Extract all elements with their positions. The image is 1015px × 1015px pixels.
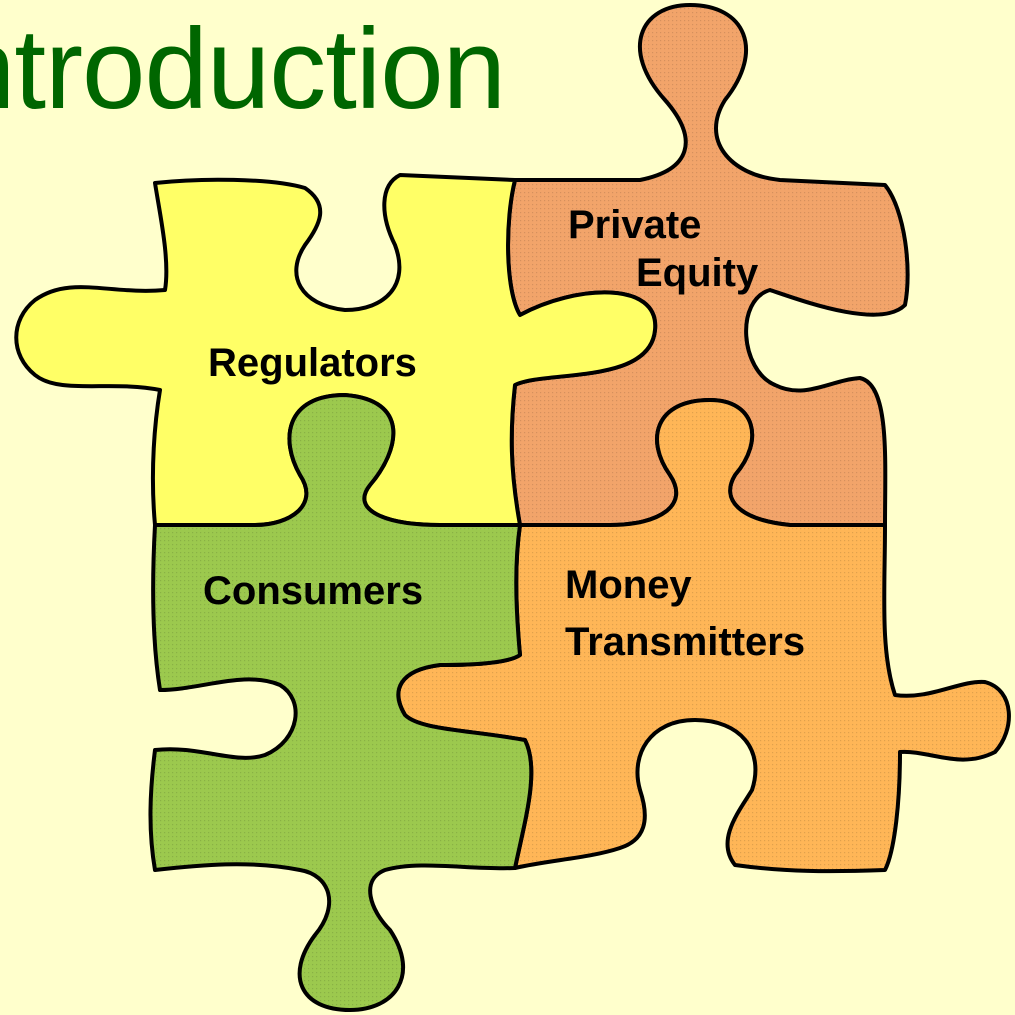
piece-private-equity: Private Equity (506, 3, 910, 527)
slide-title: ntroduction (0, 6, 506, 133)
piece-consumers: Consumers (148, 393, 534, 1012)
private-equity-label-line2: Equity (636, 251, 759, 295)
private-equity-texture (508, 5, 908, 525)
money-transmitters-label-line2: Transmitters (565, 620, 805, 664)
consumers-label: Consumers (203, 569, 423, 613)
consumers-texture (150, 395, 532, 1010)
regulators-label: Regulators (208, 341, 417, 385)
money-transmitters-label-line1: Money (565, 563, 692, 607)
money-transmitters-texture (398, 400, 1009, 872)
piece-money-transmitters: Money Transmitters (396, 398, 1011, 874)
private-equity-label-line1: Private (568, 203, 701, 247)
piece-regulators: Regulators (14, 173, 658, 527)
